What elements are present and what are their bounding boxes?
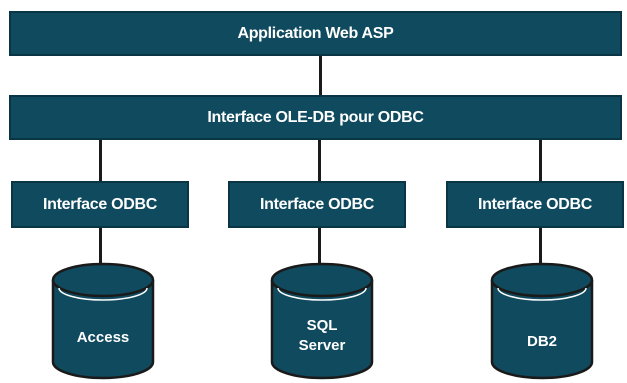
- connector-ole-to-odbc-1: [99, 140, 102, 181]
- connector-odbc-to-db-3: [539, 228, 542, 270]
- database-label-db2-line1: DB2: [526, 333, 557, 350]
- odbc-interface-label-2: Interface ODBC: [259, 195, 375, 213]
- database-label-access-line1: Access: [76, 329, 130, 346]
- ole-db-interface-label: Interface OLE-DB pour ODBC: [207, 108, 424, 126]
- database-cylinder-db2: [490, 262, 594, 380]
- connector-odbc-to-db-2: [318, 228, 321, 270]
- connector-odbc-to-db-1: [99, 228, 102, 270]
- database-cylinder-access: [51, 262, 155, 380]
- database-label-sql-server-line2: Server: [298, 337, 346, 354]
- odbc-interface-box-3: Interface ODBC: [446, 181, 624, 228]
- database-label-sql-server: SQL Server: [272, 316, 372, 356]
- odbc-interface-label-3: Interface ODBC: [477, 195, 593, 213]
- database-cylinder-sql-server: [270, 262, 374, 380]
- connector-ole-to-odbc-3: [539, 140, 542, 181]
- odbc-interface-box-1: Interface ODBC: [11, 181, 189, 228]
- database-label-db2: DB2: [492, 332, 592, 352]
- odbc-interface-box-2: Interface ODBC: [228, 181, 406, 228]
- database-label-access: Access: [53, 328, 153, 348]
- connector-app-to-ole: [319, 56, 322, 95]
- odbc-interface-label-1: Interface ODBC: [42, 195, 158, 213]
- asp-application-box: Application Web ASP: [9, 11, 622, 56]
- connector-ole-to-odbc-2: [318, 140, 321, 181]
- database-label-sql-server-line1: SQL: [306, 317, 338, 334]
- ole-db-interface-box: Interface OLE-DB pour ODBC: [9, 95, 622, 140]
- asp-application-label: Application Web ASP: [237, 24, 394, 42]
